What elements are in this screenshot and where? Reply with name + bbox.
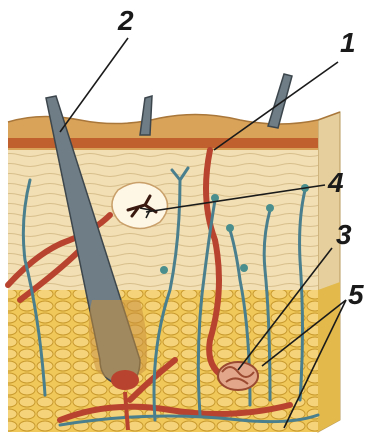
block-side-face bbox=[318, 112, 340, 432]
label-2: 2 bbox=[117, 5, 134, 36]
pointer-2 bbox=[60, 38, 128, 132]
sweat-gland bbox=[218, 362, 258, 390]
hair-small-1 bbox=[140, 96, 152, 135]
label-4: 4 bbox=[327, 167, 344, 198]
hair-small-2 bbox=[268, 74, 292, 128]
label-5: 5 bbox=[348, 279, 364, 310]
label-3: 3 bbox=[336, 219, 352, 250]
dermis-layer bbox=[8, 150, 318, 300]
nerve-cell bbox=[112, 183, 168, 229]
label-1: 1 bbox=[340, 27, 356, 58]
